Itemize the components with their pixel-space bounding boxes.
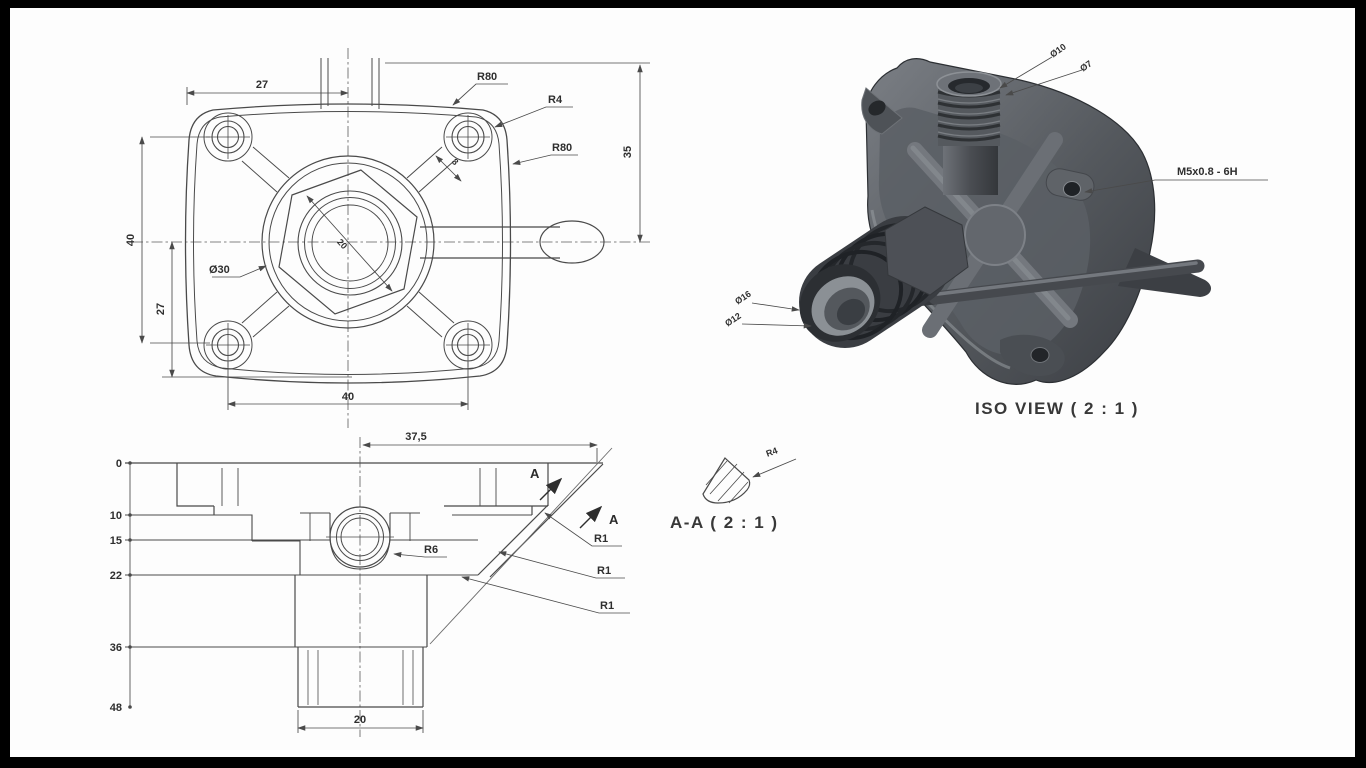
dim-35-right: 35 [385,62,650,243]
paper [10,8,1355,757]
hex-flats [278,169,418,315]
dim-40-bottom: 40 [227,362,469,410]
section-detail-aa: R4 A-A ( 2 : 1 ) [670,445,797,532]
r1-label-3: R1 [600,600,614,612]
r4-detail-label: R4 [765,445,779,458]
ordinate-0: 0 [116,458,122,470]
rib-8-label: 8 [450,157,461,168]
r1-label-2: R1 [597,565,611,577]
r80-side-label: R80 [552,142,572,154]
bore-label: Ø30 [209,264,230,276]
front-view: 0 10 15 22 36 48 [110,431,630,737]
section-cutting-line: A A [429,447,619,645]
front-center-bore [326,506,394,568]
dim-37-5-label: 37,5 [405,431,426,443]
handle [420,220,605,264]
bore-leader: Ø30 [209,264,267,278]
section-arrow-2 [579,505,603,529]
iso-view-title: ISO VIEW ( 2 : 1 ) [975,399,1139,418]
ordinate-10: 10 [110,510,122,522]
dim-35-label: 35 [622,146,634,158]
cut-edge-inner [477,504,549,576]
dim-27-top-label: 27 [256,79,268,91]
r4-detail-leader [752,458,797,478]
front-view-body [125,462,604,708]
section-detail-title: A-A ( 2 : 1 ) [670,513,779,532]
ordinate-22: 22 [110,570,122,582]
dim-37-5: 37,5 [362,431,598,462]
dim-20: 20 [297,710,424,733]
hatch-lines [705,460,749,504]
iso-top-boss [936,71,1002,195]
r1-leaders: R1 R1 R1 [461,512,630,614]
dim-rib-8: 8 [435,155,462,182]
top-view: 20 27 35 40 27 40 [125,48,652,428]
cut-edge-outer [489,463,604,578]
iso-top-ear [861,87,903,135]
section-label-a1: A [530,466,540,481]
dim-40-left-label: 40 [125,234,137,246]
iso-hex-collar [884,206,969,296]
r6-label: R6 [424,544,438,556]
iso-thread-label: M5x0.8 - 6H [1177,166,1238,178]
dim-40-bottom-label: 40 [342,391,354,403]
iso-m5-lug [1045,168,1095,201]
iso-bottom-ear [1000,334,1065,377]
hex-diagonal-dim: 20 [306,195,393,292]
section-wedge [702,457,751,504]
r4-label: R4 [548,94,563,106]
r4-leader: R4 [494,94,573,128]
ordinate-36: 36 [110,642,122,654]
dim-27-left: 27 [155,241,352,378]
dim-40-left: 40 [125,136,210,344]
top-view-outline [184,103,512,384]
section-arrow-1 [539,477,563,501]
dim-27-top: 27 [186,79,349,105]
r80-side-leader: R80 [512,142,578,165]
section-label-a2: A [609,512,619,527]
r6-leader: R6 [393,544,447,558]
r80-top-label: R80 [477,71,497,83]
r80-top-leader: R80 [452,71,508,106]
top-stub [320,58,380,109]
hex-dim-label: 20 [335,237,349,251]
ordinate-15: 15 [110,535,122,547]
iso-left-boss [799,206,969,348]
dim-20-label: 20 [354,714,366,726]
dim-27-left-label: 27 [155,303,167,315]
r1-label-1: R1 [594,533,608,545]
iso-view: Ø10 Ø7 M5x0.8 - 6H Ø16 Ø12 ISO VIEW ( 2 … [723,42,1268,418]
ordinate-48: 48 [110,702,122,714]
